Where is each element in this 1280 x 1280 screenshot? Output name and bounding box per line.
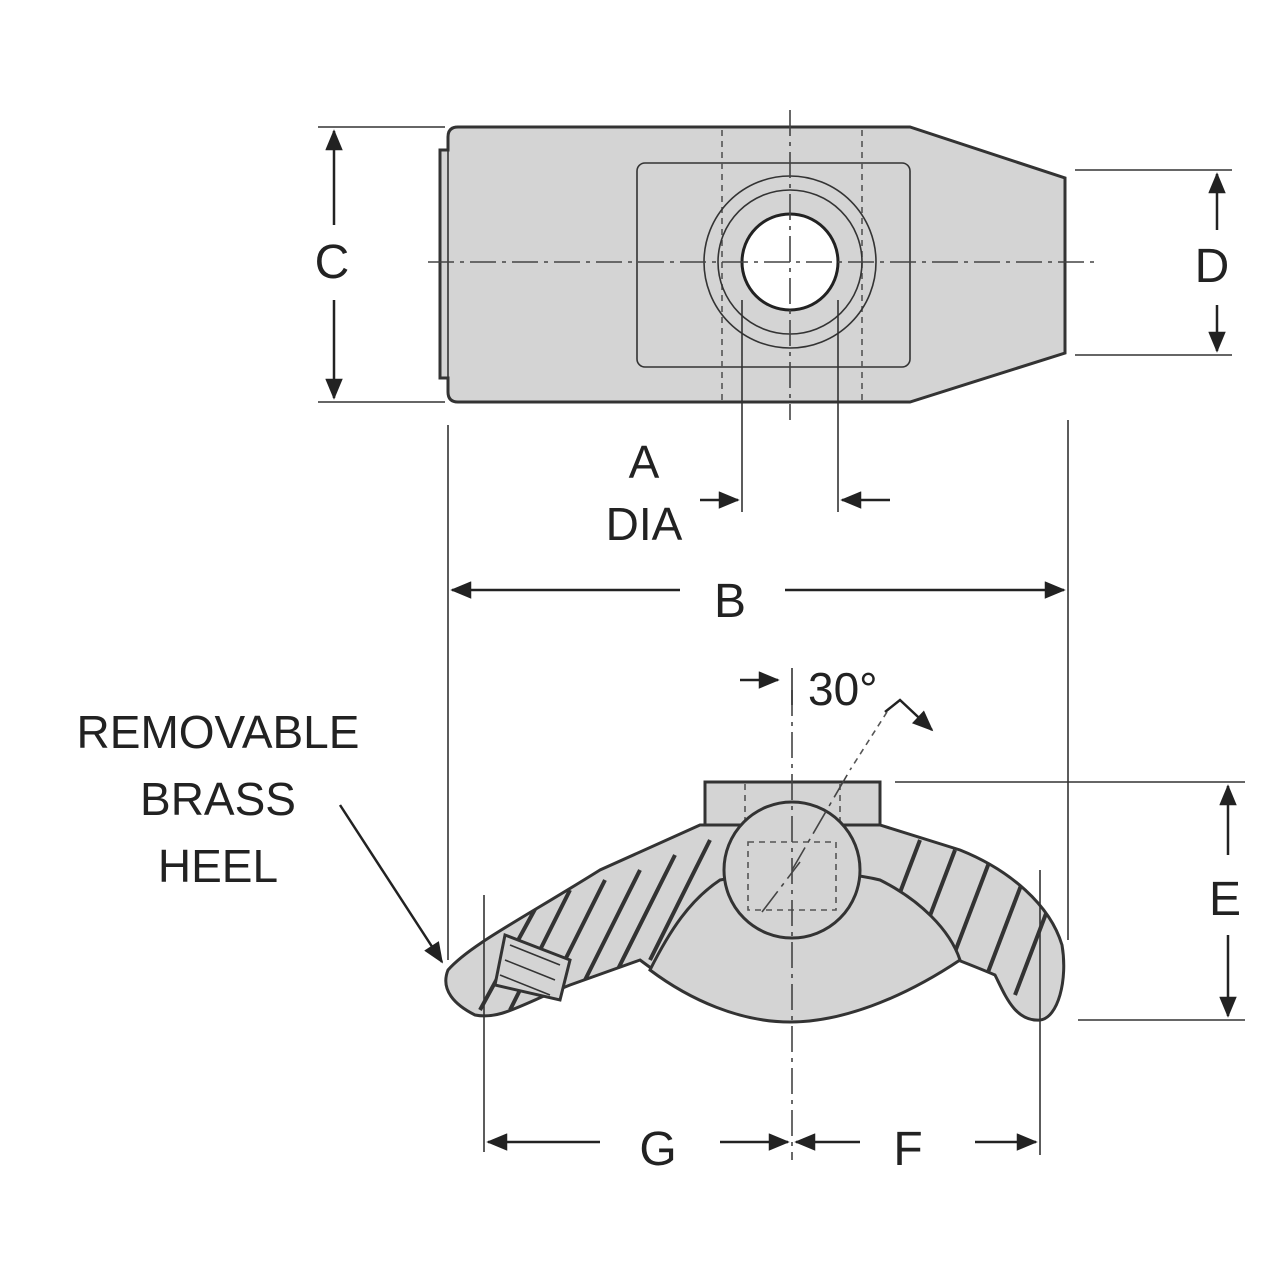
top-view xyxy=(428,110,1095,420)
dimension-e: E xyxy=(895,781,1245,1021)
label-b: B xyxy=(714,575,746,628)
heel-callout: REMOVABLE BRASS HEEL xyxy=(77,706,444,964)
callout-line-3: HEEL xyxy=(158,840,278,892)
label-g: G xyxy=(639,1123,676,1176)
label-dia: DIA xyxy=(606,498,683,550)
callout-line-1: REMOVABLE xyxy=(77,706,360,758)
dimension-a-dia: A DIA xyxy=(606,300,890,550)
callout-leader xyxy=(338,804,444,964)
label-d: D xyxy=(1195,240,1230,293)
slot-outline xyxy=(636,162,911,368)
brass-heel xyxy=(493,932,572,1002)
dimension-b: B xyxy=(447,420,1069,960)
label-e: E xyxy=(1209,873,1241,926)
angle-annotation: 30° xyxy=(740,663,934,771)
dimension-d: D xyxy=(1075,169,1232,356)
side-view xyxy=(444,690,1066,1160)
dimension-g-f: G F xyxy=(483,870,1041,1176)
label-a: A xyxy=(629,436,660,488)
label-c: C xyxy=(315,236,350,289)
callout-line-2: BRASS xyxy=(140,773,296,825)
dimension-c: C xyxy=(315,126,445,403)
label-30-degrees: 30° xyxy=(808,663,878,715)
label-f: F xyxy=(893,1123,922,1176)
